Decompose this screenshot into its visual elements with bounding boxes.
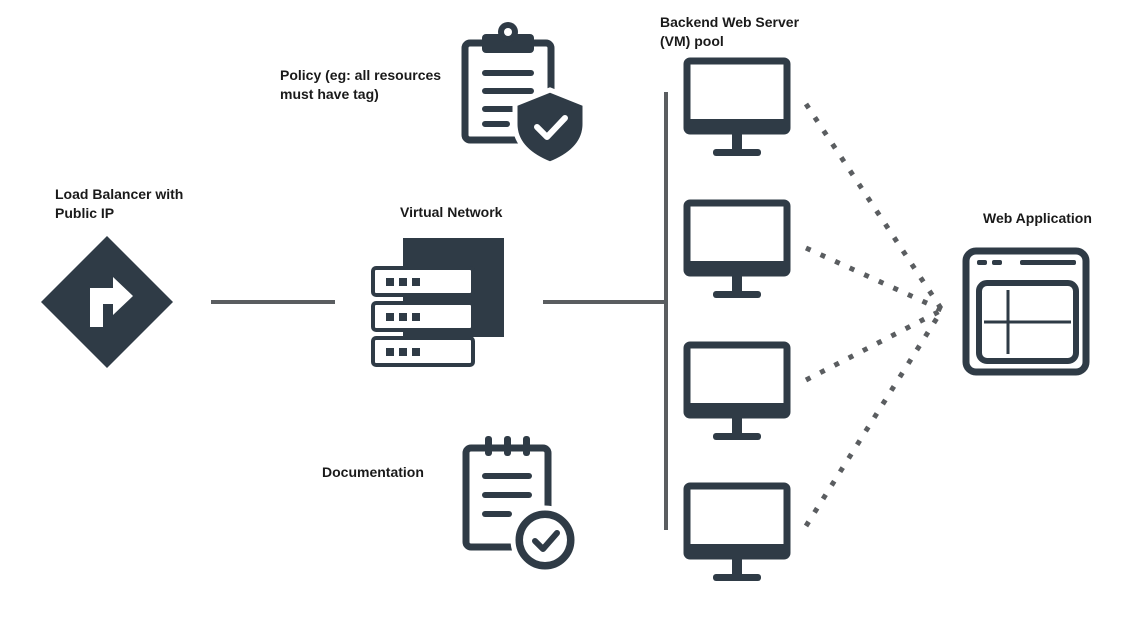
policy-label-line1: Policy (eg: all resources [280,67,442,83]
backend-pool-label-line1: Backend Web Server [660,14,800,30]
notepad-check-icon [462,436,580,575]
web-application-label-text: Web Application [983,210,1092,226]
monitor-icon [683,482,791,581]
web-application-label: Web Application [983,209,1092,228]
dotted-link-server-3 [804,307,944,383]
clipboard-shield-check-icon [461,22,588,167]
monitor-icon [683,57,791,156]
load-balancer-label-line2: Public IP [55,205,115,221]
virtual-network-label: Virtual Network [400,203,502,222]
load-balancer-label: Load Balancer with Public IP [55,185,183,223]
policy-label-line2: must have tag) [280,86,379,102]
virtual-network-label-text: Virtual Network [400,204,503,220]
dotted-connections [803,102,945,528]
documentation-label: Documentation [322,463,424,482]
backend-pool-label-line2: (VM) pool [660,33,724,49]
server-stack-icon [371,238,504,367]
dotted-link-server-4 [803,308,945,528]
dotted-link-server-1 [803,102,945,312]
monitor-icon [683,341,791,440]
browser-window-icon [962,247,1090,376]
turn-right-arrow-diamond-icon [41,236,173,368]
monitor-icon [683,199,791,298]
policy-label: Policy (eg: all resources must have tag) [280,66,441,104]
load-balancer-label-line1: Load Balancer with [55,186,184,202]
backend-pool-label: Backend Web Server (VM) pool [660,13,799,51]
documentation-label-text: Documentation [322,464,424,480]
